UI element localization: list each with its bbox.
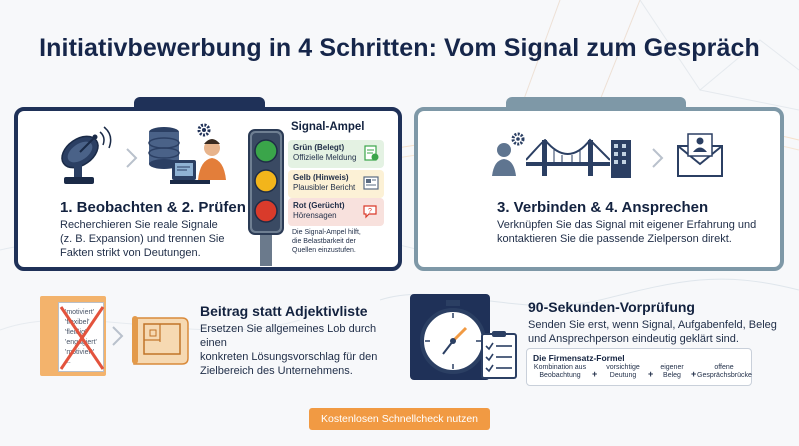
chevron-right-icon [112, 326, 124, 346]
panel-left-text-line: Recherchieren Sie reale Signale [60, 219, 218, 231]
panel-connect-contact [414, 107, 784, 271]
ampel-row-desc: Plausibler Bericht [293, 183, 356, 192]
formula-item: eigener Beleg [655, 364, 689, 380]
formula-plus: + [648, 369, 654, 379]
office-building-icon [611, 140, 631, 178]
bridge-icon [526, 138, 610, 176]
formula-item: vorsichtige Deutung [600, 364, 646, 380]
ampel-row-red: Rot (Gerücht) Hörensagen ? [288, 198, 384, 226]
crossed-list-icon: 'motiviert' 'flexibel' 'fleißig' 'engagi… [58, 302, 105, 372]
formula-item-line: eigener [660, 364, 684, 371]
ampel-note-line: Die Signal-Ampel hilft, [292, 229, 361, 236]
crossed-word: 'flexibel' [65, 319, 90, 326]
crossed-word: ... [65, 358, 71, 365]
chevron-right-icon [652, 148, 664, 168]
chevron-right-icon [126, 148, 138, 168]
envelope-person-icon [677, 133, 723, 177]
crossed-word: 'motiviert' [65, 309, 95, 316]
panel-left-text-line: (z. B. Expansion) und trennen Sie [60, 233, 225, 245]
page-title: Initiativbewerbung in 4 Schritten: Vom S… [39, 34, 760, 62]
formula-item-line: vorsichtige [606, 364, 640, 371]
crossed-word: 'motiviert' [65, 349, 95, 356]
formula-plus: + [592, 369, 598, 379]
vorpruefung-text-line: Senden Sie erst, wenn Signal, Aufgabenfe… [528, 319, 777, 331]
ampel-row-desc: Hörensagen [293, 211, 337, 220]
satellite-dish-icon [61, 126, 112, 184]
document-check-icon [364, 145, 379, 161]
formula-item-line: Kombination aus [533, 364, 587, 371]
formula-item: Kombination aus Beobachtung [531, 364, 589, 380]
panel-left-heading: 1. Beobachten & 2. Prüfen [60, 199, 246, 216]
vorpruefung-text-line: und Ansprechperson eindeutig geklärt sin… [528, 333, 739, 345]
stopwatch-icon [410, 294, 490, 380]
database-icon [148, 127, 210, 184]
checklist-icon [481, 331, 517, 379]
crossed-word: 'fleißig' [65, 329, 87, 336]
formula-plus: + [691, 369, 697, 379]
formula-title: Die Firmensatz-Formel [533, 353, 625, 363]
cross-out-icon [59, 306, 105, 370]
signal-ampel-title: Signal-Ampel [291, 121, 365, 133]
ampel-note-line: Quellen einzustufen. [292, 247, 356, 254]
ampel-row-title: Gelb (Hinweis) [293, 173, 349, 182]
beitrag-text: Ersetzen Sie allgemeines Lob durch einen… [200, 322, 400, 378]
speech-bubble-question-icon: ? [363, 205, 377, 219]
ampel-note: Die Signal-Ampel hilft, die Belastbarkei… [292, 228, 392, 255]
newspaper-icon [363, 176, 379, 190]
person-gear-icon [492, 132, 525, 176]
panel-left-text-line: Fakten strikt von Deutungen. [60, 247, 201, 259]
panel-right-text: Verknüpfen Sie das Signal mit eigener Er… [497, 218, 767, 246]
ampel-row-title: Rot (Gerücht) [293, 201, 345, 210]
formula-item-line: Deutung [609, 372, 637, 379]
ampel-note-line: die Belastbarkeit der [292, 238, 356, 245]
vorpruefung-heading: 90-Sekunden-Vorprüfung [528, 299, 695, 315]
crossed-word: 'engagiert' [65, 339, 97, 346]
ampel-row-green: Grün (Belegt) Offizielle Meldung [288, 140, 384, 168]
panel-left-text: Recherchieren Sie reale Signale (z. B. E… [60, 218, 260, 260]
formula-item-line: Beleg [663, 372, 681, 379]
panel-right-text-line: Verknüpfen Sie das Signal mit eigener Er… [497, 219, 757, 231]
firmensatz-formula-box: Die Firmensatz-Formel Kombination aus Be… [526, 348, 752, 386]
formula-item-line: Gesprächsbrücke [697, 372, 752, 379]
vorpruefung-text: Senden Sie erst, wenn Signal, Aufgabenfe… [528, 318, 788, 346]
formula-item-line: Beobachtung [539, 372, 581, 379]
beitrag-text-line: Zielbereich des Unternehmens. [200, 365, 353, 377]
panel-right-text-line: kontaktieren Sie die passende Zielperson… [497, 233, 732, 245]
analyst-workstation-icon [198, 139, 226, 180]
beitrag-text-line: konkreten Lösungsvorschlag für den [200, 351, 378, 363]
gear-icon [197, 123, 211, 137]
svg-text:?: ? [368, 208, 372, 215]
ampel-row-title: Grün (Belegt) [293, 143, 345, 152]
ampel-row-desc: Offizielle Meldung [293, 153, 357, 162]
beitrag-text-line: Ersetzen Sie allgemeines Lob durch einen [200, 323, 377, 349]
schnellcheck-cta-button[interactable]: Kostenlosen Schnellcheck nutzen [309, 408, 490, 430]
traffic-light-icon [248, 129, 284, 266]
formula-item-line: offene [714, 364, 734, 371]
formula-item: offene Gesprächsbrücke [697, 364, 752, 380]
panel-right-heading: 3. Verbinden & 4. Ansprechen [497, 199, 709, 216]
beitrag-heading: Beitrag statt Adjektivliste [200, 303, 368, 319]
ampel-row-yellow: Gelb (Hinweis) Plausibler Bericht [288, 170, 384, 198]
blueprint-icon [132, 316, 189, 365]
